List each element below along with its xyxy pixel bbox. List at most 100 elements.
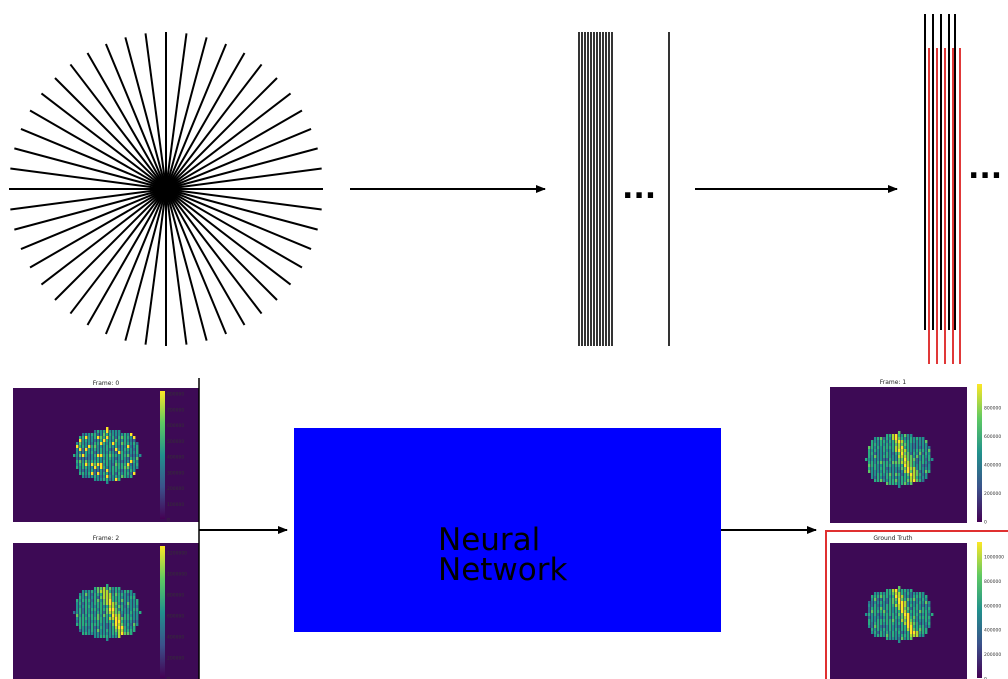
heatmap-cell (130, 448, 133, 451)
heatmap-cell (868, 461, 871, 464)
heatmap-cell (130, 602, 133, 605)
heatmap-cell (898, 595, 901, 598)
heatmap-cell (103, 587, 106, 590)
heatmap-cell (895, 610, 898, 613)
heatmap-cell (115, 614, 118, 617)
heatmap-cell (886, 452, 889, 455)
heatmap-cell (868, 622, 871, 625)
heatmap-cell (886, 616, 889, 619)
heatmap-cell (919, 470, 922, 473)
heatmap-cell (91, 439, 94, 442)
heatmap-cell (910, 598, 913, 601)
heatmap-cell (904, 628, 907, 631)
heatmap-cell (85, 472, 88, 475)
heatmap-cell (121, 596, 124, 599)
heatmap-cell (124, 454, 127, 457)
heatmap-cell (907, 464, 910, 467)
heatmap-cell (916, 452, 919, 455)
heatmap-cell (115, 433, 118, 436)
heatmap-cell (106, 593, 109, 596)
heatmap-cell (874, 470, 877, 473)
colorbar-tick-label: 800000 (984, 406, 1001, 412)
heatmap-cell (928, 607, 931, 610)
heatmap-cell (94, 472, 97, 475)
heatmap-cell (115, 611, 118, 614)
heatmap-cell (76, 445, 79, 448)
colorbar (977, 384, 982, 522)
heatmap-cell (133, 451, 136, 454)
heatmap-blob (865, 586, 934, 643)
heatmap-cell (91, 626, 94, 629)
heatmap-cell (874, 452, 877, 455)
heatmap-cell (907, 446, 910, 449)
heatmap-cell (880, 443, 883, 446)
heatmap-cell (109, 623, 112, 626)
heatmap-cell (871, 610, 874, 613)
heatmap-cell (883, 440, 886, 443)
heatmap-cell (886, 464, 889, 467)
neural-network-box (294, 428, 721, 632)
heatmap-cell (109, 629, 112, 632)
heatmap-cell (136, 617, 139, 620)
heatmap-cell (79, 448, 82, 451)
heatmap-cell (901, 625, 904, 628)
heatmap-cell (928, 458, 931, 461)
heatmap-cell (889, 634, 892, 637)
heatmap-cell (112, 460, 115, 463)
heatmap-cell (883, 625, 886, 628)
heatmap-cell (133, 599, 136, 602)
heatmap-cell (883, 464, 886, 467)
heatmap-cell (901, 598, 904, 601)
heatmap-cell (871, 443, 874, 446)
heatmap-cell (118, 442, 121, 445)
heatmap-cell (88, 475, 91, 478)
heatmap-cell (88, 433, 91, 436)
heatmap-cell (898, 634, 901, 637)
heatmap-cell (919, 437, 922, 440)
heatmap-cell (871, 619, 874, 622)
heatmap-cell (82, 614, 85, 617)
heatmap-cell (877, 622, 880, 625)
heatmap-cell (880, 622, 883, 625)
heatmap-cell (898, 440, 901, 443)
heatmap-cell (877, 616, 880, 619)
heatmap-cell (898, 592, 901, 595)
heatmap-cell (97, 436, 100, 439)
heatmap-cell (895, 634, 898, 637)
heatmap-cell (115, 457, 118, 460)
heatmap-cell (919, 595, 922, 598)
heatmap-cell (895, 437, 898, 440)
heatmap-cell (100, 445, 103, 448)
heatmap-cell (79, 451, 82, 454)
heatmap-cell (121, 593, 124, 596)
heatmap-cell (88, 590, 91, 593)
heatmap-cell (106, 460, 109, 463)
heatmap-cell (916, 622, 919, 625)
heatmap-cell (91, 466, 94, 469)
heatmap-cell (874, 476, 877, 479)
heatmap-cell (913, 476, 916, 479)
heatmap-cell (106, 478, 109, 481)
heatmap-cell (904, 607, 907, 610)
heatmap-cell (109, 463, 112, 466)
heatmap-cell (877, 634, 880, 637)
heatmap-cell (910, 476, 913, 479)
heatmap-cell (121, 632, 124, 635)
heatmap-cell (925, 607, 928, 610)
heatmap-cell (877, 607, 880, 610)
heatmap-cell (883, 592, 886, 595)
heatmap-cell (109, 605, 112, 608)
heatmap-cell (919, 628, 922, 631)
heatmap-cell (82, 433, 85, 436)
heatmap-cell (100, 436, 103, 439)
heatmap-cell (928, 467, 931, 470)
heatmap-cell (907, 637, 910, 640)
heatmap-cell (124, 611, 127, 614)
heatmap-cell (901, 619, 904, 622)
heatmap-cell (97, 623, 100, 626)
heatmap-cell (106, 475, 109, 478)
heatmap-cell (925, 467, 928, 470)
heatmap-cell (103, 635, 106, 638)
heatmap-cell (874, 607, 877, 610)
heatmap-cell (118, 614, 121, 617)
